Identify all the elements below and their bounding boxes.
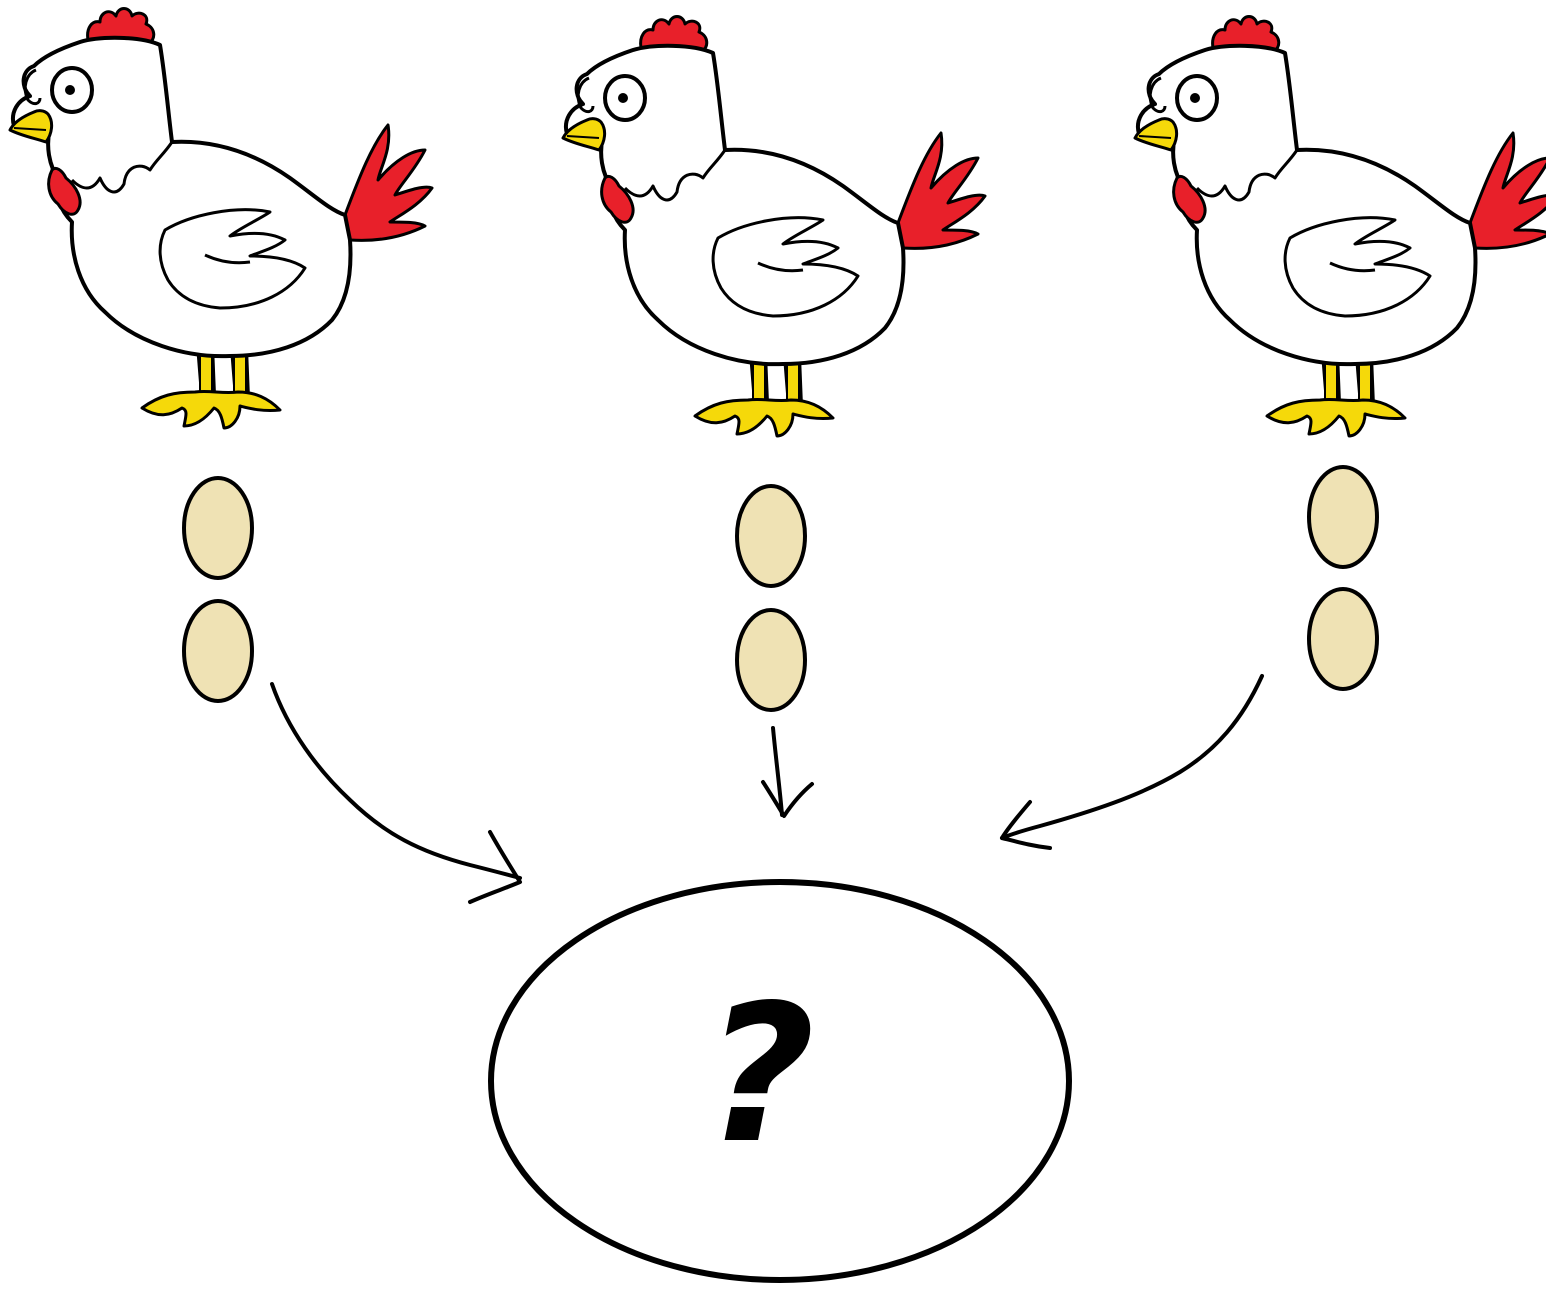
egg-icon xyxy=(182,599,254,703)
arrow-right xyxy=(1000,674,1264,840)
arrow-center xyxy=(771,726,784,817)
arrow-left-head xyxy=(468,830,522,904)
chicken-icon xyxy=(8,6,434,430)
chicken-icon xyxy=(561,14,987,438)
arrow-left xyxy=(270,682,522,880)
egg-icon xyxy=(1307,465,1379,569)
question-mark-icon: ? xyxy=(705,964,815,1185)
egg-icon xyxy=(735,484,807,588)
target-ellipse xyxy=(488,879,1072,1283)
egg-icon xyxy=(735,608,807,712)
arrow-center-head xyxy=(761,780,814,818)
arrow-right-head xyxy=(1000,800,1052,850)
egg-icon xyxy=(182,476,254,580)
chicken-icon xyxy=(1133,14,1546,438)
egg-icon xyxy=(1307,587,1379,691)
